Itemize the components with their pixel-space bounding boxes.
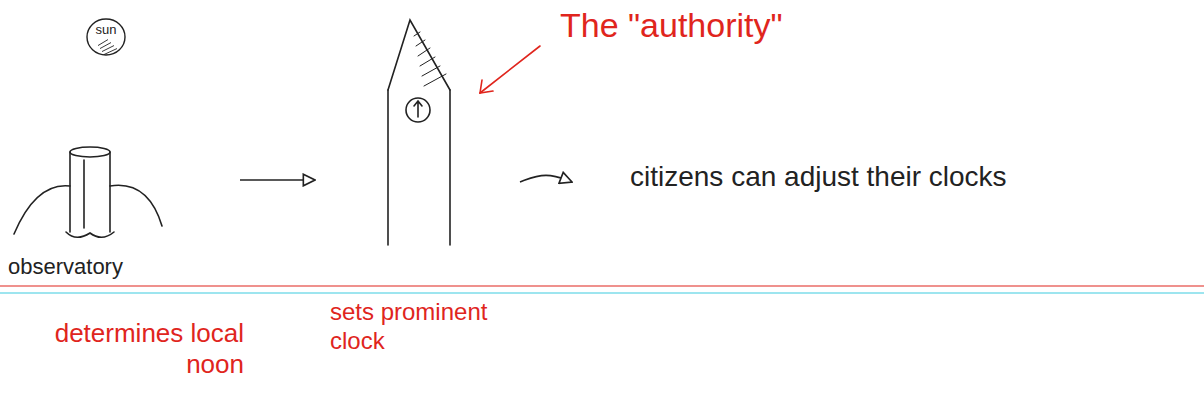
observatory-wall [109, 152, 111, 232]
flow-arrow [520, 175, 572, 182]
clock-hand [414, 101, 422, 117]
sun-circle [87, 19, 125, 55]
clock-tower: The "authority" [380, 15, 452, 247]
callout-title: The "authority" [560, 5, 783, 46]
note-text: sets prominent clock [330, 298, 525, 356]
node-text: sun [96, 22, 117, 38]
citizens-note: citizens can adjust their clocks [630, 160, 1007, 194]
observatory-wall [69, 152, 71, 232]
node-text: observatory [8, 254, 123, 280]
tower-spire [388, 20, 450, 90]
ruled-line [0, 285, 1204, 286]
tower-clock [406, 98, 430, 122]
tower-drawing [388, 20, 450, 245]
sun-circle: sun [86, 18, 126, 56]
observatory-dome [14, 186, 70, 234]
observatory-top [70, 147, 110, 157]
observatory-drawing [14, 147, 162, 237]
observatory-figure: observatory [4, 140, 170, 282]
leader-head [480, 80, 493, 93]
observatory-dome [110, 185, 162, 226]
tower-wall [449, 90, 451, 245]
tower-wall [387, 90, 389, 245]
observatory-base [66, 232, 114, 237]
spire-hatching [414, 32, 446, 86]
note-text: determines local noon [14, 318, 244, 380]
observatory-slit [83, 160, 85, 228]
node-text: citizens can adjust their clocks [630, 160, 1007, 194]
ruled-line [0, 292, 1204, 293]
sun-hatching [98, 40, 117, 55]
flow-arrow [240, 179, 315, 181]
callout-leader [480, 46, 540, 93]
leader-line [480, 46, 540, 93]
